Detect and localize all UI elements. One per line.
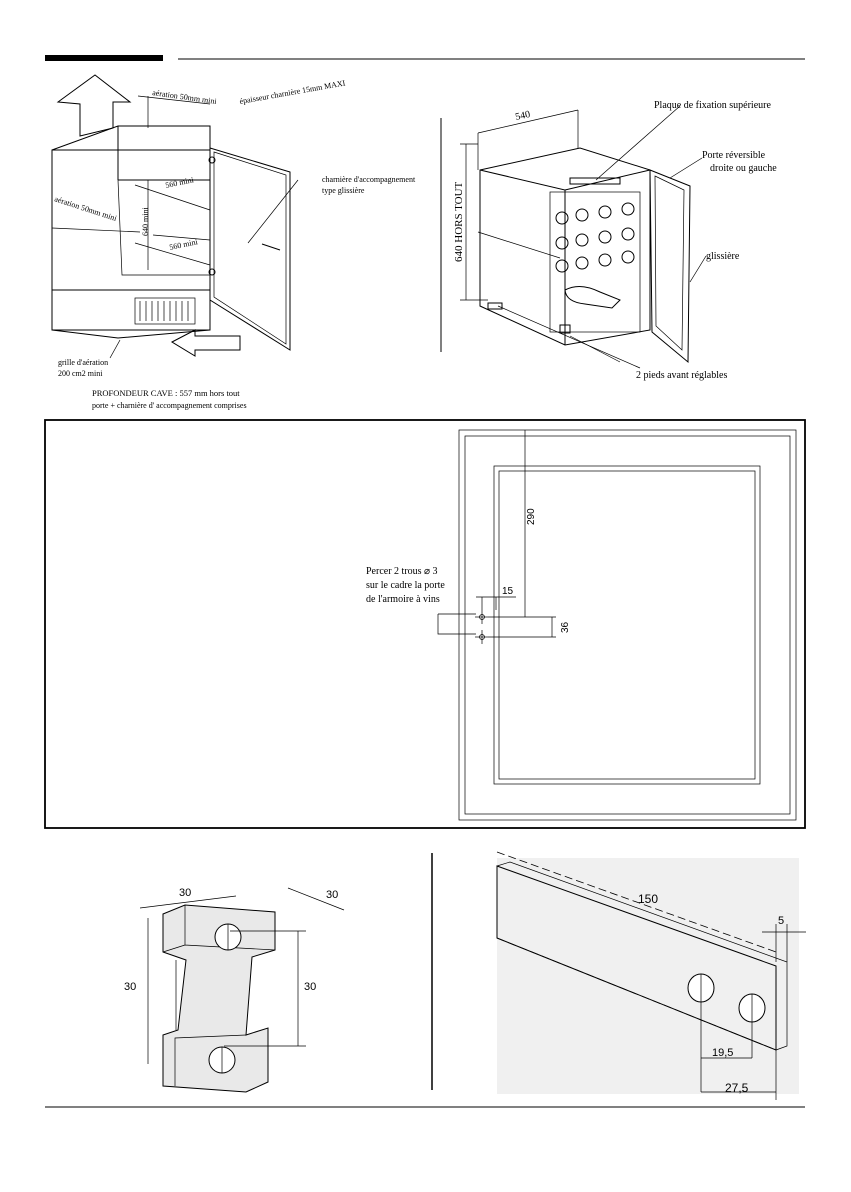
label-290: 290 xyxy=(526,508,537,525)
label-percer-3: de l'armoire à vins xyxy=(366,594,440,605)
label-bracket-right: 30 xyxy=(304,981,316,993)
airflow-in-arrow xyxy=(170,329,241,357)
label-epaisseur: épaisseur charnière 15mm MAXI xyxy=(239,78,347,106)
label-plate-19-5: 19,5 xyxy=(712,1047,733,1059)
label-hors-tout: 640 HORS TOUT xyxy=(453,181,465,262)
bracket-drawing xyxy=(139,887,345,1093)
label-15: 15 xyxy=(502,586,514,597)
label-porte-1: Porte réversible xyxy=(702,150,766,161)
label-porte-2: droite ou gauche xyxy=(710,163,777,174)
label-560-b: 560 mini xyxy=(169,237,200,252)
slide-plate-drawing xyxy=(496,851,806,1100)
header-bar xyxy=(45,55,163,61)
label-aeration-side: aération 50mm mini xyxy=(53,194,118,223)
label-profondeur-1: PROFONDEUR CAVE : 557 mm hors tout xyxy=(92,388,240,398)
label-charniere-1: charnière d'accompagnement xyxy=(322,175,416,184)
label-bracket-top-a: 30 xyxy=(179,887,191,899)
label-plaque: Plaque de fixation supérieure xyxy=(654,100,771,111)
label-aeration-top: aération 50mm mini xyxy=(152,88,218,106)
label-plate-5: 5 xyxy=(778,915,784,927)
label-percer-2: sur le cadre la porte xyxy=(366,580,445,591)
door-frame-drawing xyxy=(437,429,797,821)
airflow-up-arrow xyxy=(56,74,132,137)
wine-cabinet-drawing xyxy=(460,105,707,369)
label-640: 640 mini xyxy=(141,207,150,236)
label-pieds: 2 pieds avant réglables xyxy=(636,370,727,381)
label-charniere-2: type glissière xyxy=(322,186,365,195)
label-grille-1: grille d'aération xyxy=(58,358,108,367)
label-glissiere: glissière xyxy=(706,251,740,262)
label-grille-2: 200 cm2 mini xyxy=(58,369,103,378)
label-profondeur-2: porte + charnière d' accompagnement comp… xyxy=(92,401,247,410)
label-percer-1: Percer 2 trous ⌀ 3 xyxy=(366,566,438,577)
niche-drawing xyxy=(51,74,299,359)
label-540: 540 xyxy=(514,109,531,123)
label-plate-27-5: 27,5 xyxy=(725,1081,749,1095)
label-36: 36 xyxy=(560,621,571,633)
label-560-a: 560 mini xyxy=(165,175,196,190)
label-plate-150: 150 xyxy=(638,892,658,906)
door-frame-panel xyxy=(44,419,806,829)
label-bracket-top-b: 30 xyxy=(326,889,338,901)
label-bracket-left: 30 xyxy=(124,981,136,993)
